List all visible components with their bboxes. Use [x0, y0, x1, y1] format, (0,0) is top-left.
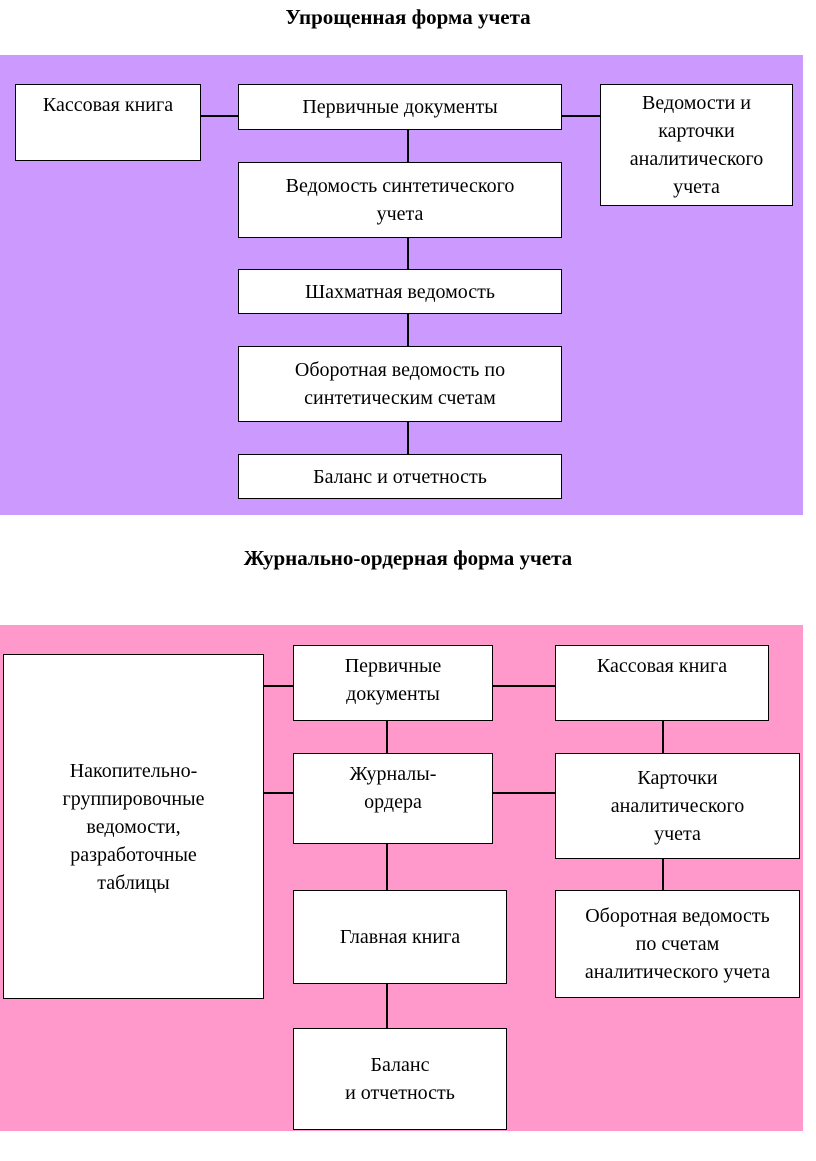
connector-primary-analytical: [562, 115, 600, 117]
connector-primary-synthetic: [407, 129, 409, 162]
journal-balance-box: Баланс и отчетность: [293, 1028, 507, 1130]
analytical-cards-label: Ведомости и карточки аналитического учет…: [629, 92, 764, 198]
connector-ledger-balance: [386, 983, 388, 1028]
journal-cash-book-label: Кассовая книга: [596, 655, 728, 677]
journal-balance-label: Баланс и отчетность: [345, 1054, 455, 1104]
analytical-cards-box-2: Карточки аналитического учета: [555, 753, 800, 859]
journal-primary-documents-label: Первичные документы: [344, 655, 442, 705]
synthetic-statement-box: Ведомость синтетического учета: [238, 162, 562, 238]
analytical-cards-box: Ведомости и карточки аналитического учет…: [600, 84, 793, 206]
connector-chess-turnover: [407, 314, 409, 346]
simplified-form-title: Упрощенная форма учета: [285, 5, 531, 29]
primary-documents-box: Первичные документы: [238, 84, 562, 130]
cash-book-label: Кассовая книга: [42, 94, 174, 116]
connector-primary-cashbook: [493, 685, 555, 687]
analytical-cards-label-2: Карточки аналитического учета: [610, 767, 745, 845]
turnover-statement-box: Оборотная ведомость по синтетическим сче…: [238, 346, 562, 422]
chess-statement-box: Шахматная ведомость: [238, 269, 562, 314]
balance-reporting-box: Баланс и отчетность: [238, 454, 562, 499]
balance-reporting-label: Баланс и отчетность: [313, 465, 487, 488]
connector-accumulating-journals: [263, 792, 293, 794]
journal-primary-documents-box: Первичные документы: [293, 645, 493, 721]
analytical-turnover-box: Оборотная ведомость по счетам аналитичес…: [555, 890, 800, 998]
chess-statement-label: Шахматная ведомость: [304, 280, 496, 303]
connector-journals-cards: [493, 792, 555, 794]
cash-book-box: Кассовая книга: [15, 84, 201, 161]
general-ledger-box: Главная книга: [293, 890, 507, 984]
analytical-turnover-label: Оборотная ведомость по счетам аналитичес…: [584, 905, 771, 983]
accumulating-statements-box: Накопительно- группировочные ведомости, …: [3, 654, 264, 999]
primary-documents-label: Первичные документы: [302, 96, 498, 118]
connector-cashbook-cards: [662, 720, 664, 753]
journal-form-title: Журнально-ордерная форма учета: [243, 546, 573, 570]
connector-synthetic-chess: [407, 238, 409, 269]
connector-cashbook-primary: [200, 115, 238, 117]
connector-cards-turnover: [662, 858, 664, 890]
turnover-statement-label: Оборотная ведомость по синтетическим сче…: [294, 359, 506, 409]
connector-primary-journals: [386, 720, 388, 753]
connector-accumulating-primary: [263, 685, 293, 687]
general-ledger-label: Главная книга: [339, 926, 461, 948]
synthetic-statement-label: Ведомость синтетического учета: [285, 175, 515, 225]
journal-orders-label: Журналы- ордера: [349, 763, 437, 813]
connector-journals-ledger: [386, 843, 388, 890]
journal-orders-box: Журналы- ордера: [293, 753, 493, 844]
journal-cash-book-box: Кассовая книга: [555, 645, 769, 721]
accumulating-statements-label: Накопительно- группировочные ведомости, …: [62, 759, 205, 894]
connector-turnover-balance: [407, 422, 409, 454]
